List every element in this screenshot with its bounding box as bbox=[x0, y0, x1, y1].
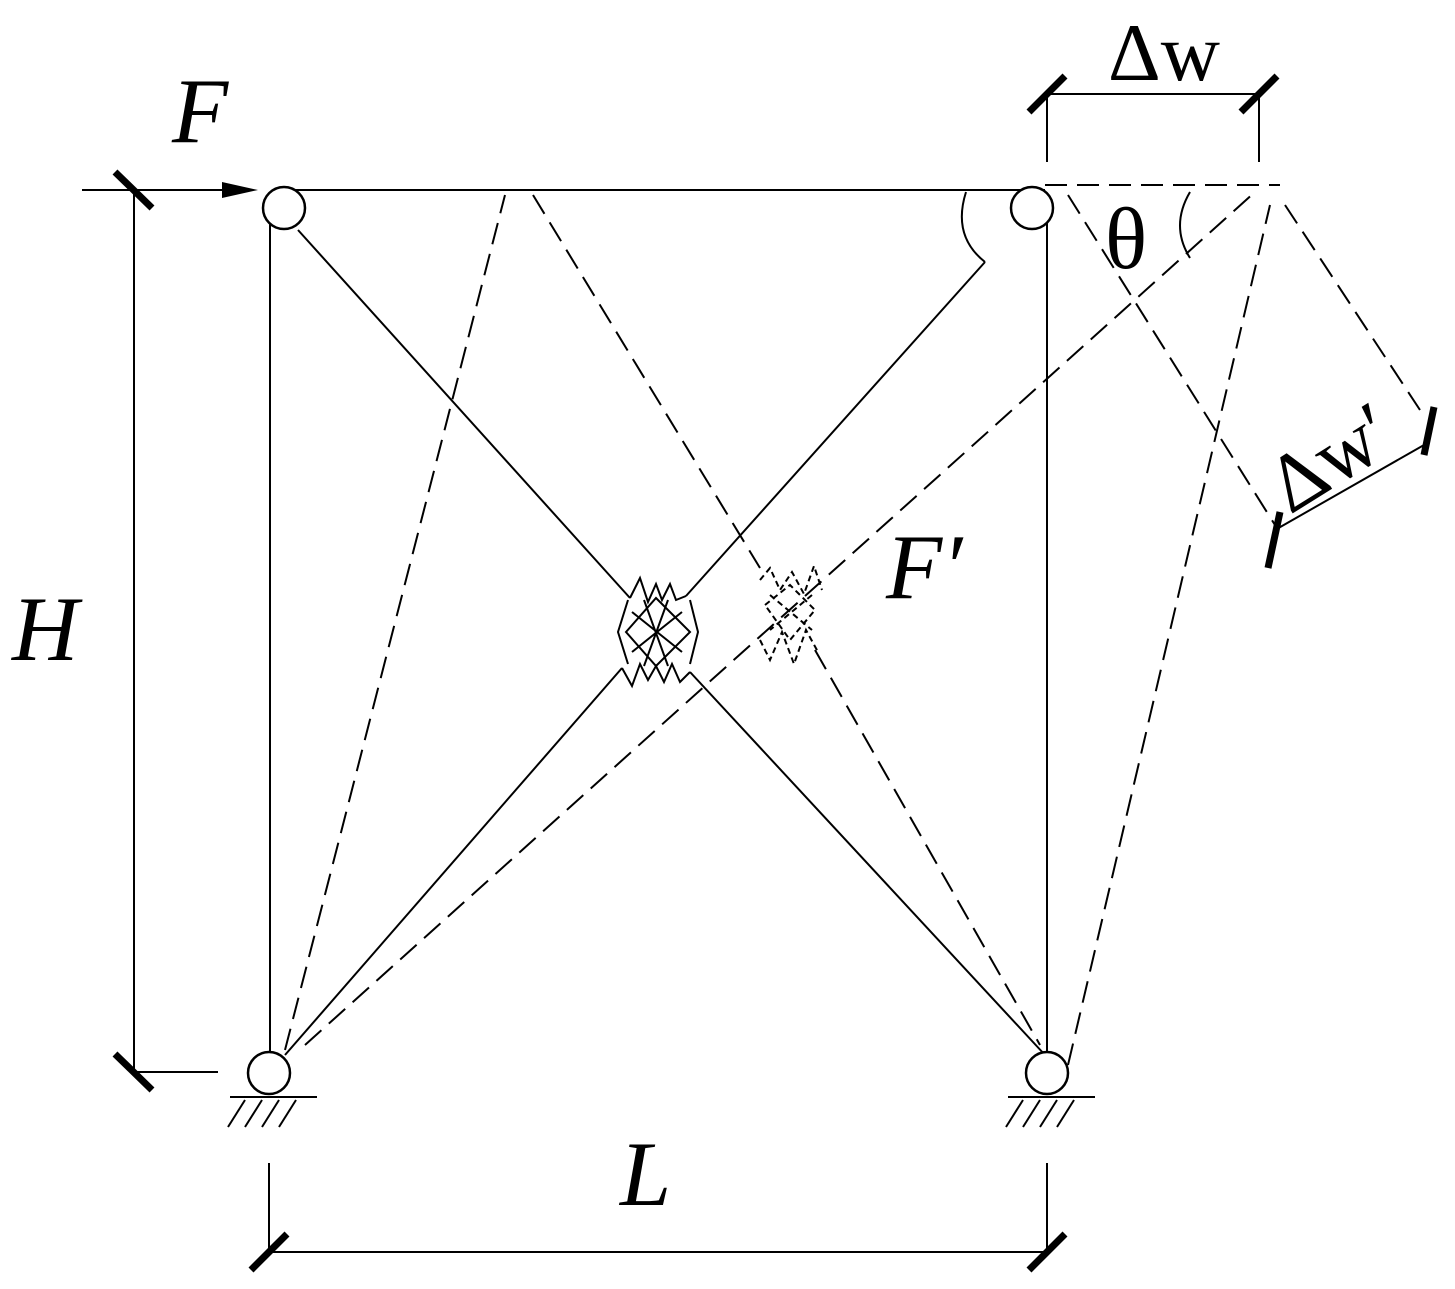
angle-arc-right bbox=[1179, 191, 1191, 259]
dimension-delta-w bbox=[1026, 73, 1280, 162]
length-label: L bbox=[618, 1123, 671, 1225]
deformed-offset-a bbox=[1067, 194, 1276, 526]
deformed-left-column bbox=[284, 194, 506, 1051]
pins bbox=[246, 185, 1070, 1096]
brace-top-right bbox=[685, 261, 986, 597]
pin-bottom-left bbox=[246, 1050, 292, 1096]
buckling-symbol bbox=[616, 575, 700, 689]
pin-top-right bbox=[1009, 185, 1055, 231]
deformed-right-column bbox=[1067, 204, 1271, 1066]
pin-top-left bbox=[261, 185, 307, 231]
pin-bottom-right bbox=[1024, 1050, 1070, 1096]
deformed-brace-diag bbox=[304, 191, 1256, 1046]
brace-bottom-right bbox=[689, 671, 1046, 1056]
height-label: H bbox=[11, 578, 83, 680]
dimension-l bbox=[248, 1163, 1068, 1273]
deformed-brace-lower bbox=[814, 649, 1041, 1046]
support-right bbox=[1005, 1096, 1095, 1128]
angle-arc-left bbox=[960, 191, 986, 263]
brace-top-left bbox=[297, 229, 631, 599]
delta-w-label: Δw bbox=[1108, 7, 1220, 98]
support-left bbox=[227, 1096, 317, 1128]
deformed-buckling-symbol bbox=[759, 562, 823, 667]
deformed-brace-tr bbox=[532, 194, 761, 569]
brace-bottom-left bbox=[284, 667, 623, 1056]
delta-w-prime-label: Δw′ bbox=[1251, 384, 1409, 530]
force-prime-label: F′ bbox=[885, 516, 964, 618]
dimension-h bbox=[112, 169, 218, 1093]
original-frame bbox=[269, 189, 1048, 1056]
force-arrow bbox=[82, 182, 258, 198]
dimension-delta-w-prime bbox=[1264, 406, 1438, 569]
deformed-offset-b bbox=[1284, 204, 1421, 411]
theta-label: θ bbox=[1105, 191, 1147, 288]
deformed-frame bbox=[284, 184, 1421, 1066]
force-label: F bbox=[171, 60, 229, 162]
